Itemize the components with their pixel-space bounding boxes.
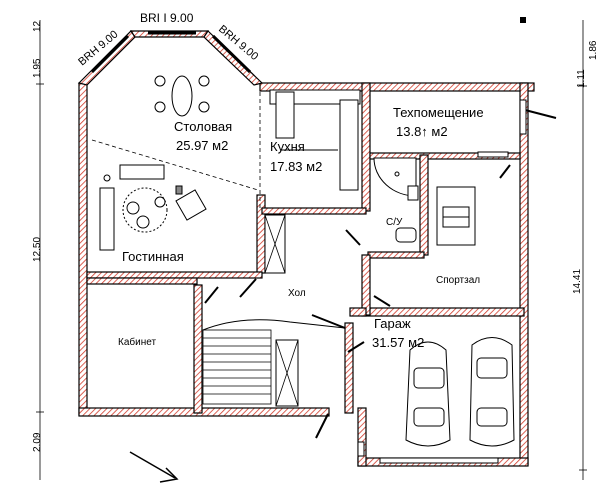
bathroom-fixtures — [373, 157, 419, 243]
wall-garage-left — [357, 407, 367, 467]
north-arrow — [129, 451, 179, 483]
garage-cars — [405, 337, 515, 447]
window-label-right: BRH 9.00 — [216, 23, 260, 63]
kitchen-counter — [269, 89, 361, 191]
room-living-name: Гостинная — [122, 249, 184, 264]
zone-lines — [91, 92, 261, 210]
room-office-name: Кабинет — [118, 336, 156, 348]
room-technical-area: 13.8↑ м2 — [396, 124, 448, 139]
dim-right-mid: 14.41 — [572, 269, 583, 294]
wall-living-bottom — [86, 271, 263, 279]
corner-marker — [520, 17, 526, 23]
staircase — [202, 319, 346, 405]
dim-right-top-b: 1.11 — [576, 69, 587, 88]
wall-bottom-left — [78, 407, 330, 417]
wall-garage-corner — [349, 307, 367, 317]
dimension-lines — [36, 20, 587, 480]
room-dining-area: 25.97 м2 — [176, 138, 228, 153]
wall-kitchen-bottom — [261, 207, 367, 215]
doors — [204, 109, 557, 439]
dim-right-top-a: 1.86 — [588, 40, 599, 60]
room-hall-name: Хол — [288, 288, 306, 299]
wall-left — [78, 82, 88, 416]
room-dining-name: Столовая — [174, 119, 232, 134]
closet — [264, 214, 299, 407]
room-bathroom-name: С/У — [386, 217, 403, 228]
wall-bath-gym — [419, 154, 429, 256]
wall-bath-bottom — [367, 251, 425, 259]
dim-left-top-small: 12 — [32, 20, 43, 32]
room-kitchen-area: 17.83 м2 — [270, 159, 322, 174]
room-garage-name: Гараж — [374, 316, 411, 331]
window-label-top: BRI I 9.00 — [140, 11, 194, 25]
wall-office-right — [193, 284, 203, 414]
dim-left-top: 1.95 — [32, 58, 43, 78]
interior-walls — [86, 82, 525, 414]
dining-table-set — [154, 75, 210, 117]
wall-tech-bottom — [369, 152, 521, 160]
gym-equipment — [436, 186, 476, 246]
bay-windows — [90, 31, 252, 74]
room-kitchen-name: Кухня — [270, 139, 305, 154]
wall-living-kitchen — [256, 194, 266, 274]
dim-left-mid: 12.50 — [32, 237, 43, 262]
room-technical-name: Техпомещение — [393, 105, 484, 120]
wall-kitchen-tech — [361, 82, 371, 212]
room-gym-name: Спортзал — [436, 275, 480, 286]
living-furniture — [99, 164, 207, 251]
wall-right — [519, 82, 529, 466]
window-marks — [357, 99, 527, 464]
room-garage-area: 31.57 м2 — [372, 335, 424, 350]
wall-garage-west — [344, 322, 354, 414]
wall-hall-gym — [361, 254, 371, 316]
dim-left-bottom: 2.09 — [32, 432, 43, 452]
wall-office-top — [86, 277, 198, 285]
wall-gym-bottom — [361, 307, 525, 317]
wall-top-right — [259, 82, 535, 92]
